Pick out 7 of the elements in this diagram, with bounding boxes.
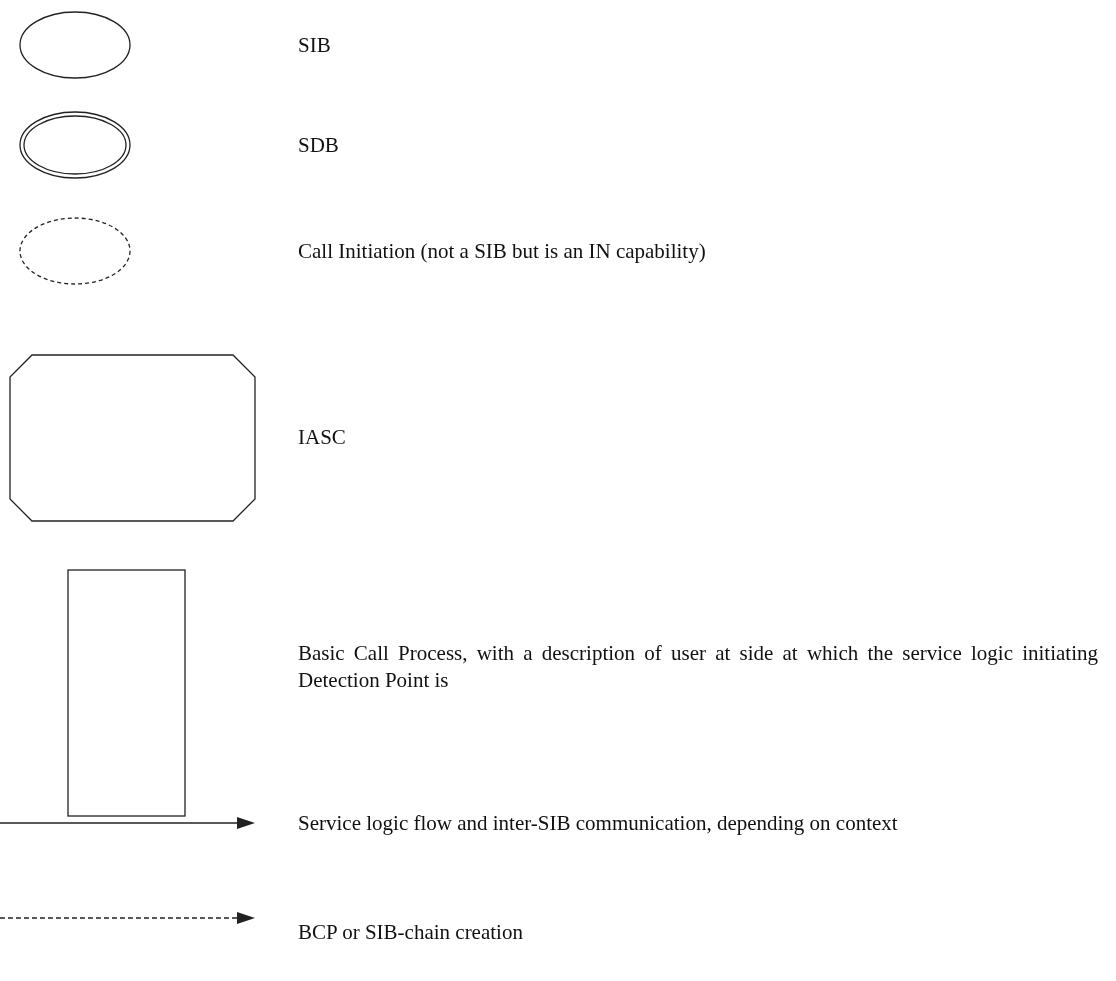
legend-text: IASC	[298, 424, 347, 451]
legend-text: Basic Call Process, with a description of user at side at which the service logic initiating Detection Point is	[298, 640, 1098, 694]
legend-text: Service logic flow and inter-SIB communication, depending on context	[298, 810, 899, 837]
legend-text: Call Initiation (not a SIB but is an IN capability)	[298, 238, 707, 265]
legend-text: SDB	[298, 132, 340, 159]
legend-text: SIB	[298, 32, 332, 59]
legend-text: BCP or SIB-chain creation	[298, 919, 524, 946]
